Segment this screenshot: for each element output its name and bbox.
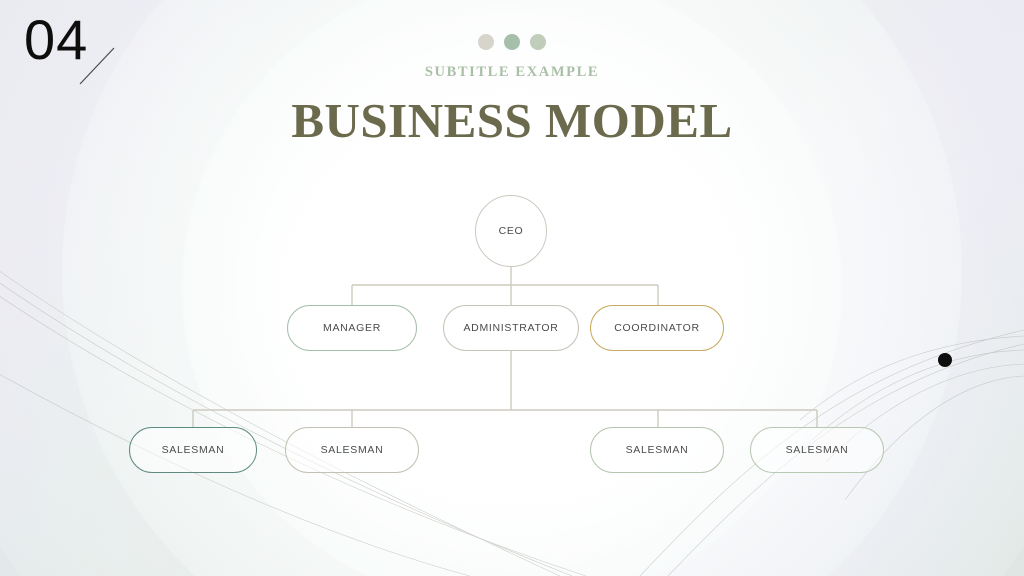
dot-1-icon — [478, 34, 494, 50]
org-node-salesman-3-label: SALESMAN — [625, 444, 689, 456]
dot-2-icon — [504, 34, 520, 50]
org-node-salesman-2[interactable]: SALESMAN — [285, 427, 419, 473]
org-node-salesman-2-label: SALESMAN — [320, 444, 384, 456]
slide-title: BUSINESS MODEL — [291, 93, 733, 148]
org-node-salesman-4[interactable]: SALESMAN — [750, 427, 884, 473]
slide-number-slash-icon — [79, 47, 115, 85]
org-node-administrator-label: ADMINISTRATOR — [463, 322, 559, 334]
slide-number: 04 — [24, 8, 89, 71]
org-node-salesman-3[interactable]: SALESMAN — [590, 427, 724, 473]
org-node-salesman-1[interactable]: SALESMAN — [129, 427, 257, 473]
org-node-salesman-4-label: SALESMAN — [785, 444, 849, 456]
org-node-coordinator-label: COORDINATOR — [614, 322, 700, 334]
org-node-coordinator[interactable]: COORDINATOR — [590, 305, 724, 351]
org-node-ceo-label: CEO — [498, 225, 524, 237]
org-node-ceo[interactable]: CEO — [475, 195, 547, 267]
dot-3-icon — [530, 34, 546, 50]
org-node-manager[interactable]: MANAGER — [287, 305, 417, 351]
decorative-marker-dot — [938, 353, 952, 367]
org-node-salesman-1-label: SALESMAN — [161, 444, 225, 456]
org-node-manager-label: MANAGER — [323, 322, 381, 334]
org-node-administrator[interactable]: ADMINISTRATOR — [443, 305, 579, 351]
slide-subtitle: SUBTITLE EXAMPLE — [424, 64, 600, 80]
header-dots — [0, 34, 1024, 50]
